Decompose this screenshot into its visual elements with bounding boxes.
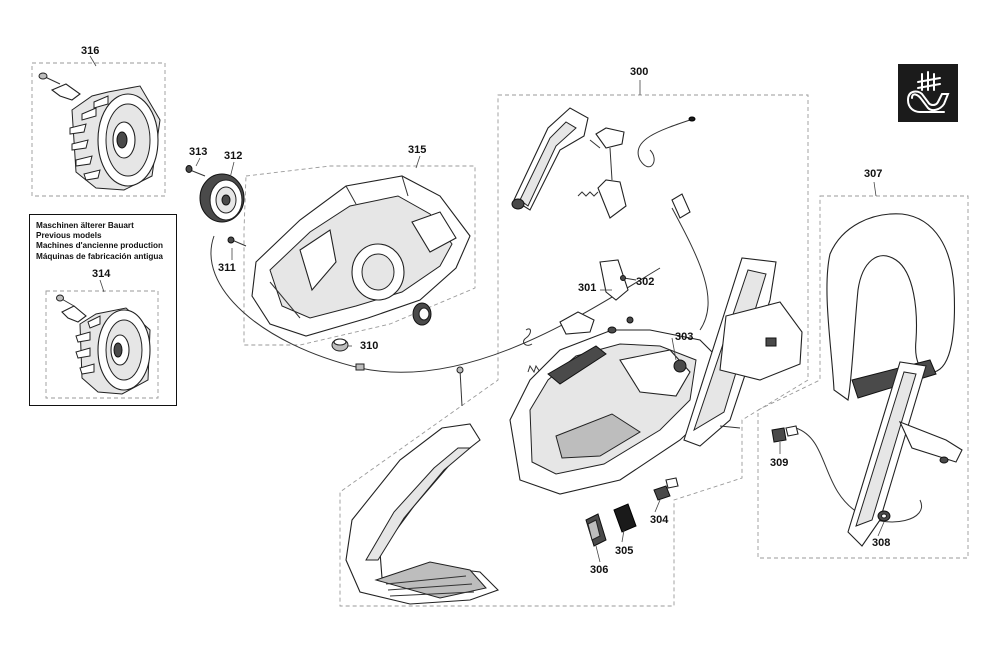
frame-314 — [45, 290, 159, 399]
part-label-301: 301 — [578, 282, 597, 294]
frame-316 — [31, 62, 166, 197]
part-label-308: 308 — [872, 537, 891, 549]
front-handle-300-icon — [511, 107, 589, 211]
housing-300-icon — [509, 329, 721, 495]
grease-hand-icon — [898, 64, 958, 122]
part-label-316: 316 — [81, 45, 100, 57]
part-label-303: 303 — [675, 331, 694, 343]
part-label-309: 309 — [770, 457, 789, 469]
lever-301-icon — [559, 259, 629, 335]
pulley-312-icon — [199, 173, 245, 223]
switch-parts-303-icon — [607, 316, 687, 373]
flywheel-body-314-icon — [75, 307, 151, 395]
flywheel-316 — [38, 72, 161, 191]
screw-314-icon — [56, 294, 75, 307]
spring-301-icon — [523, 328, 533, 346]
rear-handle-frame-300-icon — [683, 257, 803, 447]
screw-300-icon — [456, 366, 464, 407]
frame-300 — [339, 94, 809, 607]
older-models-box: Maschinen älterer Bauart Previous models… — [29, 214, 177, 406]
switch-305-icon — [613, 503, 637, 533]
screw-313-icon — [185, 165, 206, 177]
leader-lines — [89, 55, 885, 563]
part-label-315: 315 — [408, 144, 427, 156]
button-306-icon — [585, 513, 607, 547]
older-models-note-fr: Machines d'ancienne production — [36, 241, 164, 251]
part-label-305: 305 — [615, 545, 634, 557]
spring-clip-316-icon — [50, 83, 81, 101]
frame-315 — [243, 165, 476, 346]
part-label-314: 314 — [92, 268, 111, 280]
flywheel-body-316-icon — [69, 85, 161, 191]
part-label-307: 307 — [864, 168, 883, 180]
cable-300-icon — [637, 116, 709, 331]
bearing-315-icon — [412, 302, 432, 326]
flywheel-314 — [56, 294, 151, 395]
part-label-302: 302 — [636, 276, 655, 288]
screw-302-icon — [620, 275, 637, 281]
nut-308-icon — [877, 510, 891, 522]
spring-clip-314-icon — [61, 305, 87, 323]
trigger-lever-300-icon — [589, 127, 627, 219]
older-models-note-de: Maschinen älterer Bauart — [36, 221, 134, 230]
frame-307 — [757, 195, 969, 559]
part-label-300: 300 — [630, 66, 649, 78]
older-models-note-en: Previous models — [36, 231, 102, 241]
rear-handle-307 — [826, 213, 963, 547]
cable-loop-311-icon — [210, 235, 661, 373]
part-label-310: 310 — [360, 340, 379, 352]
spring-300-icon — [527, 191, 599, 374]
screw-311-icon — [227, 236, 247, 247]
chain-guard-300-icon — [345, 423, 500, 605]
motor-housing-315 — [251, 175, 471, 337]
older-models-note-es: Máquinas de fabricación antigua — [36, 251, 163, 261]
part-label-312: 312 — [224, 150, 243, 162]
screw-316-icon — [38, 72, 61, 85]
switch-304-icon — [653, 477, 679, 501]
older-models-note: Maschinen älterer Bauart Previous models… — [36, 221, 163, 262]
part-label-313: 313 — [189, 146, 208, 158]
part-label-304: 304 — [650, 514, 669, 526]
part-label-306: 306 — [590, 564, 609, 576]
part-label-311: 311 — [218, 262, 236, 274]
cap-310-icon — [331, 338, 349, 352]
